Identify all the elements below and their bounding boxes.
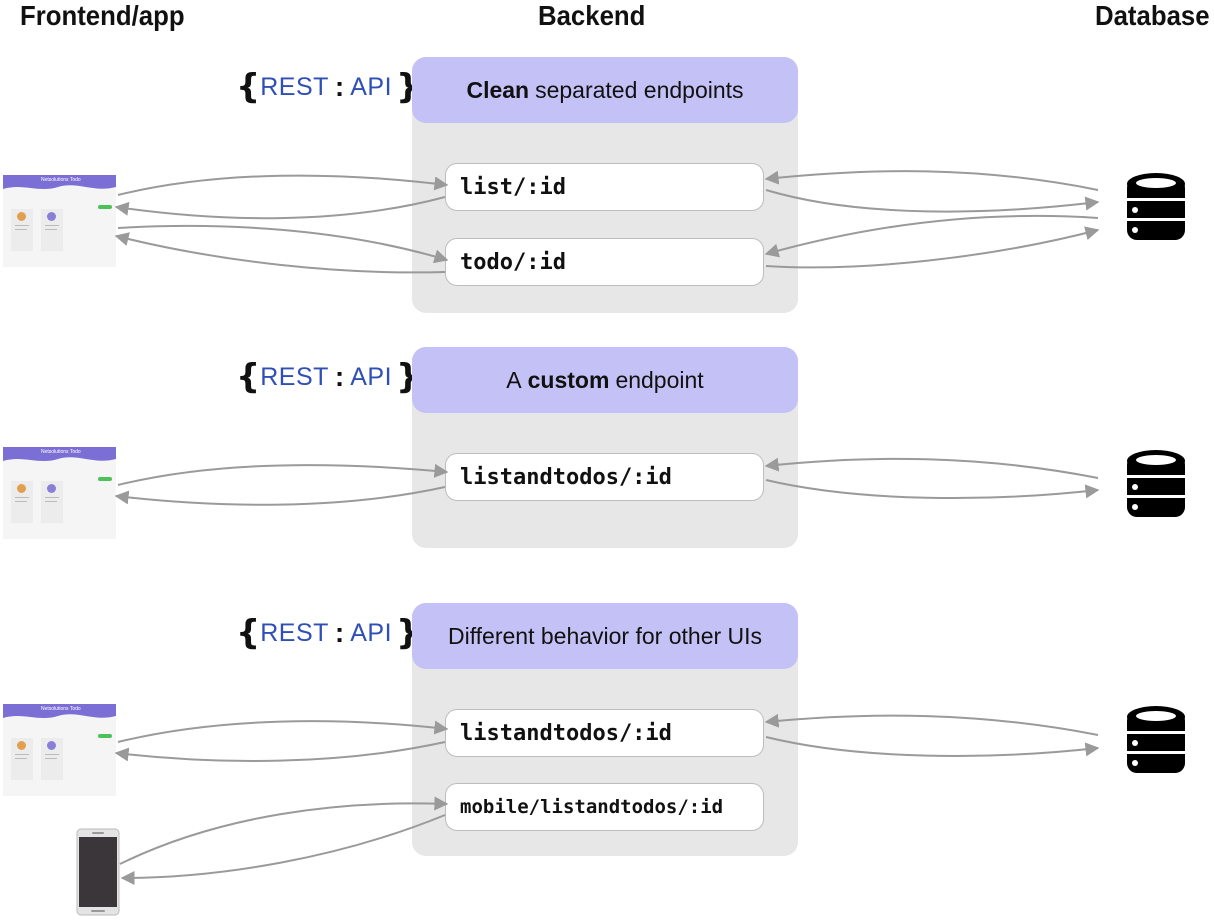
- arrow-db-to-list: [764, 170, 1099, 191]
- thumbnail-header-wave: [3, 447, 116, 461]
- backend-column-heading: Backend: [538, 0, 646, 31]
- arrow-listandtodos-to-frontend: [114, 486, 446, 506]
- arrow-db-to-listandtodos: [764, 457, 1099, 479]
- thumbnail-card: [41, 481, 63, 523]
- rest-api-colon: :: [334, 361, 345, 392]
- arrow-db-to-listandtodos: [764, 713, 1099, 736]
- arrow-list-to-db: [765, 189, 1100, 213]
- arrow-listandtodos-to-db: [765, 736, 1100, 757]
- section-header: Clean separated endpoints: [412, 57, 798, 123]
- arrow-db-to-todo: [764, 214, 1099, 258]
- thumbnail-card: [41, 738, 63, 780]
- rest-label: REST: [260, 72, 329, 101]
- rest-label: REST: [260, 618, 329, 647]
- database-column-heading: Database: [1095, 0, 1210, 31]
- thumbnail-title: Netsolutions Todo: [41, 177, 81, 183]
- header-text: A: [506, 366, 522, 393]
- thumbnail-header-wave: [3, 175, 116, 189]
- database-icon: [1127, 450, 1185, 517]
- thumbnail-header-wave: [3, 704, 116, 718]
- endpoint-list: list/:id: [445, 163, 764, 211]
- thumbnail-green-button: [98, 734, 112, 738]
- thumbnail-green-button: [98, 205, 112, 209]
- endpoint-listandtodos: listandtodos/:id: [445, 709, 764, 757]
- endpoint-mobile-listandtodos: mobile/listandtodos/:id: [445, 783, 764, 831]
- arrow-frontend-to-list: [117, 174, 449, 196]
- endpoint-listandtodos: listandtodos/:id: [445, 453, 764, 501]
- arrow-frontend-to-todo: [117, 224, 449, 264]
- rest-api-brace-open: {: [236, 67, 261, 107]
- section-header: Different behavior for other UIs: [412, 603, 798, 669]
- thumbnail-green-button: [98, 477, 112, 481]
- section-header: A custom endpoint: [412, 347, 798, 413]
- database-icon: [1127, 706, 1185, 773]
- rest-api-colon: :: [334, 71, 345, 102]
- arrow-phone-to-mobile-endpoint: [119, 796, 449, 865]
- api-label: API: [350, 72, 393, 101]
- thumbnail-card: [11, 481, 33, 523]
- rest-api-brace-open: {: [236, 357, 261, 397]
- rest-api-colon: :: [334, 617, 345, 648]
- header-text: Different behavior for other UIs: [447, 622, 763, 649]
- app-screenshot-thumbnail: Netsolutions Todo: [3, 447, 116, 539]
- app-screenshot-thumbnail: Netsolutions Todo: [3, 175, 116, 267]
- rest-api-brace-open: {: [236, 613, 261, 653]
- thumbnail-card: [11, 209, 33, 251]
- backend-box-custom: A custom endpoint: [412, 347, 798, 548]
- thumbnail-card: [11, 738, 33, 780]
- header-bold-text: Clean: [466, 76, 530, 103]
- arrow-todo-to-db: [765, 226, 1100, 269]
- header-text: separated endpoints: [535, 76, 744, 103]
- arrow-frontend-to-listandtodos: [117, 463, 449, 486]
- header-bold-text: custom: [527, 366, 610, 393]
- api-label: API: [350, 362, 393, 391]
- arrow-frontend-to-listandtodos: [117, 720, 449, 743]
- arrow-listandtodos-to-db: [765, 479, 1100, 500]
- rest-api-label: { REST : API }: [236, 70, 420, 104]
- mobile-phone-icon: [76, 828, 120, 916]
- thumbnail-title: Netsolutions Todo: [41, 449, 81, 455]
- thumbnail-title: Netsolutions Todo: [41, 706, 81, 712]
- database-icon: [1127, 173, 1185, 240]
- header-text: endpoint: [615, 366, 704, 393]
- app-screenshot-thumbnail: Netsolutions Todo: [3, 704, 116, 796]
- endpoint-todo: todo/:id: [445, 238, 764, 286]
- thumbnail-card: [41, 209, 63, 251]
- arrow-mobile-endpoint-to-phone: [120, 814, 446, 885]
- arrow-list-to-frontend: [114, 196, 446, 220]
- api-label: API: [350, 618, 393, 647]
- rest-api-label: { REST : API }: [236, 360, 420, 394]
- frontend-column-heading: Frontend/app: [20, 0, 185, 31]
- rest-label: REST: [260, 362, 329, 391]
- arrow-listandtodos-to-frontend: [114, 741, 446, 762]
- arrow-todo-to-frontend: [114, 232, 446, 274]
